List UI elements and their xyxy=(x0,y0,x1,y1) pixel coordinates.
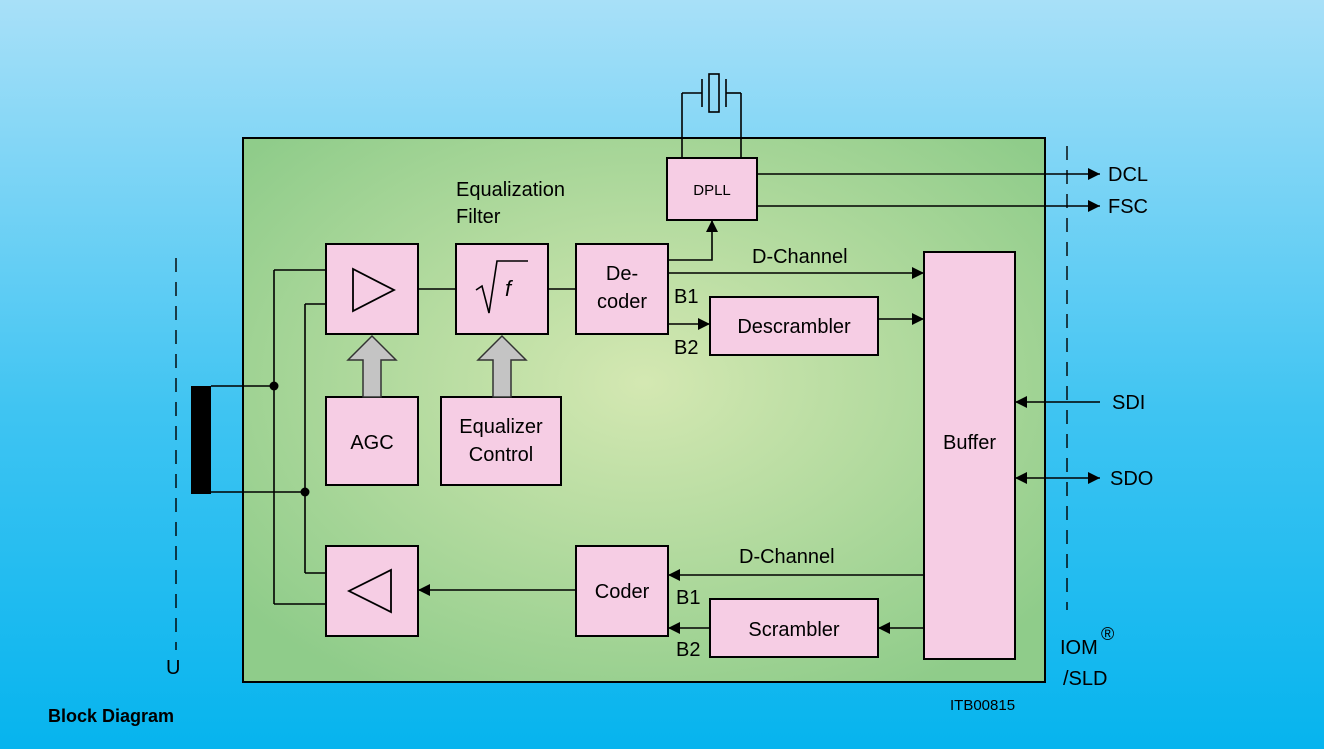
dcl-label: DCL xyxy=(1108,164,1148,186)
tx-b2-label: B2 xyxy=(676,639,700,661)
filter-symbol-f: f xyxy=(505,276,514,301)
coder-label: Coder xyxy=(595,581,650,603)
rx-d-channel-label: D-Channel xyxy=(752,246,848,268)
registered-mark: ® xyxy=(1101,624,1114,644)
equalization-filter-block xyxy=(455,243,549,335)
agc-control-arrow xyxy=(346,334,398,398)
rx-b2-label: B2 xyxy=(674,337,698,359)
figure-id: ITB00815 xyxy=(950,697,1015,714)
fsc-label: FSC xyxy=(1108,196,1148,218)
u-interface-label: U xyxy=(166,657,180,679)
equalizer-control-label-line2: Control xyxy=(469,444,533,466)
descrambler-label: Descrambler xyxy=(737,316,851,338)
diagram-caption: Block Diagram xyxy=(48,706,174,726)
equalizer-control-label-line1: Equalizer xyxy=(459,416,543,438)
rx-b1-label: B1 xyxy=(674,286,698,308)
sld-label: /SLD xyxy=(1063,668,1107,690)
equalizer-control-arrow xyxy=(476,334,528,398)
driver-icon xyxy=(346,568,392,614)
equalization-filter-label-line2: Filter xyxy=(456,206,501,228)
sdo-label: SDO xyxy=(1110,468,1153,490)
dpll-block xyxy=(666,157,758,221)
decoder-label-line2: coder xyxy=(597,291,647,313)
sdi-label: SDI xyxy=(1112,392,1145,414)
descrambler-block xyxy=(709,296,879,356)
line-driver-block xyxy=(325,545,419,637)
junction-dot-bottom xyxy=(300,487,310,497)
junction-dot-top xyxy=(269,381,279,391)
buffer-label: Buffer xyxy=(943,432,996,454)
crystal-icon xyxy=(708,73,720,113)
scrambler-block xyxy=(709,598,879,658)
agc-label: AGC xyxy=(350,432,393,454)
buffer-block xyxy=(923,251,1016,660)
square-root-icon xyxy=(475,260,528,314)
iom-label: IOM xyxy=(1060,637,1098,659)
transformer xyxy=(191,386,211,494)
dpll-label: DPLL xyxy=(693,182,731,199)
decoder-label-line1: De- xyxy=(606,263,638,285)
decoder-to-dpll-wire xyxy=(668,220,718,261)
tx-b1-label: B1 xyxy=(676,587,700,609)
coder-block xyxy=(575,545,669,637)
tx-d-channel-label: D-Channel xyxy=(739,546,835,568)
decoder-block xyxy=(575,243,669,335)
scrambler-label: Scrambler xyxy=(748,619,839,641)
amplifier-icon xyxy=(352,267,396,313)
receive-amplifier-block xyxy=(325,243,419,335)
equalizer-control-block xyxy=(440,396,562,486)
equalization-filter-label-line1: Equalization xyxy=(456,179,565,201)
